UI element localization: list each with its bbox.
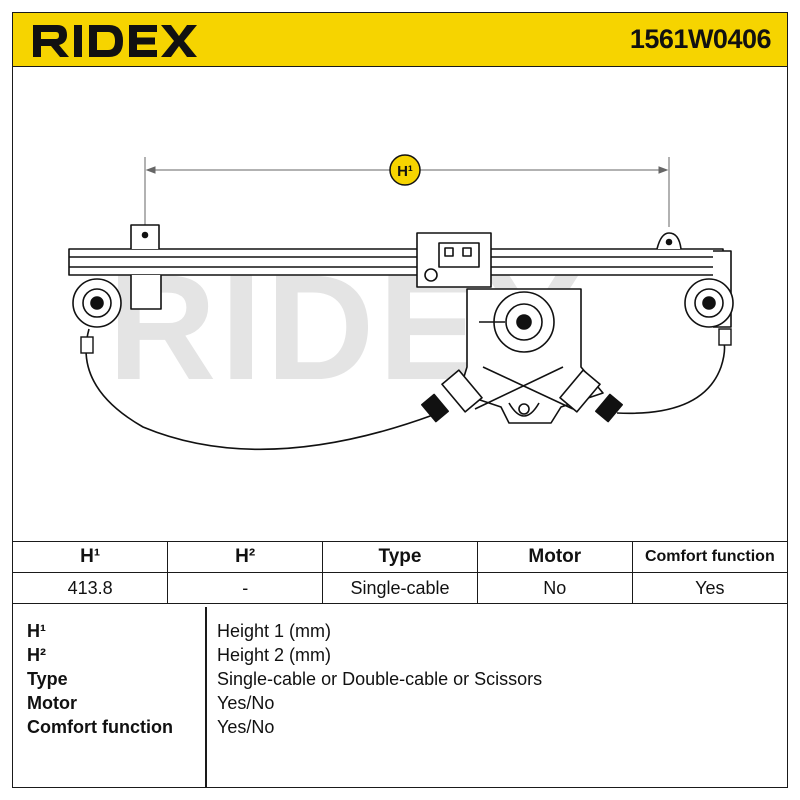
legend-key: Motor bbox=[27, 693, 77, 713]
legend-divider bbox=[205, 607, 207, 787]
product-sheet: 1561W0406 RIDEX H¹ bbox=[12, 12, 788, 788]
legend-value: Single-cable or Double-cable or Scissors bbox=[217, 669, 543, 689]
spec-header-motor: Motor bbox=[476, 541, 633, 573]
spec-value-h1: 413.8 bbox=[13, 572, 169, 604]
legend-value: Height 1 (mm) bbox=[217, 621, 332, 641]
part-number: 1561W0406 bbox=[629, 24, 772, 54]
spec-header-row: H¹ H² Type Motor Comfort function bbox=[13, 541, 787, 573]
legend-key: Comfort function bbox=[27, 717, 173, 737]
technical-drawing: RIDEX H¹ bbox=[68, 154, 734, 451]
spec-value-row: 413.8 - Single-cable No Yes bbox=[13, 572, 787, 604]
spec-header-type: Type bbox=[322, 541, 478, 573]
spec-value-type: Single-cable bbox=[322, 572, 478, 604]
legend-key: Type bbox=[27, 669, 68, 689]
legend-key: H¹ bbox=[27, 621, 46, 641]
dimension-label: H¹ bbox=[397, 163, 413, 180]
header-bar: 1561W0406 bbox=[13, 13, 787, 67]
spec-header-h1: H¹ bbox=[13, 541, 169, 573]
spec-value-motor: No bbox=[476, 572, 633, 604]
spec-value-h2: - bbox=[167, 572, 324, 604]
legend: H¹ Height 1 (mm) H² Height 2 (mm) Type S… bbox=[13, 607, 787, 787]
legend-key: H² bbox=[27, 645, 46, 665]
spec-table: H¹ H² Type Motor Comfort function 413.8 … bbox=[13, 541, 787, 604]
legend-value: Height 2 (mm) bbox=[217, 645, 332, 665]
spec-value-comfort: Yes bbox=[631, 572, 787, 604]
spec-header-comfort: Comfort function bbox=[631, 541, 787, 573]
legend-value: Yes/No bbox=[217, 693, 275, 713]
ridex-logo bbox=[33, 25, 197, 57]
legend-value: Yes/No bbox=[217, 717, 275, 737]
spec-header-h2: H² bbox=[167, 541, 324, 573]
